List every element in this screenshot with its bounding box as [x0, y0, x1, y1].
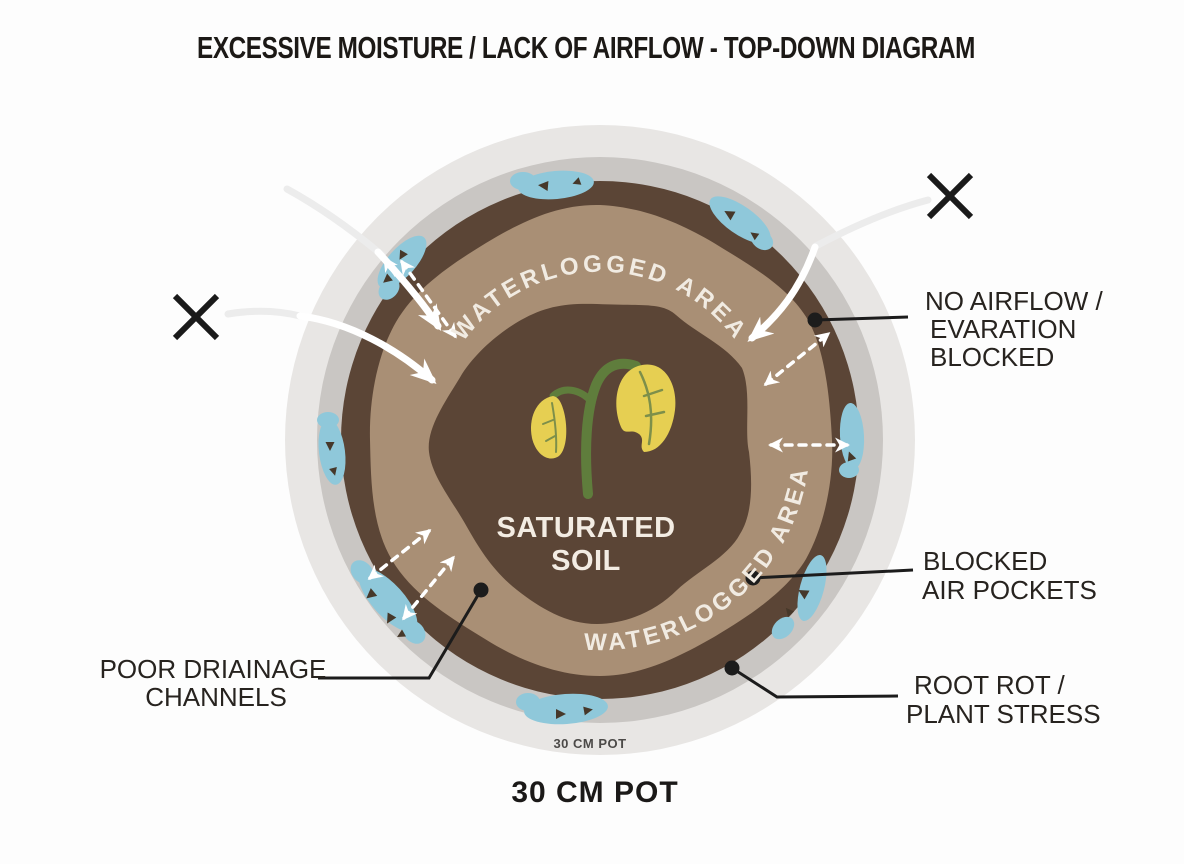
callout-poor-drainage-line2: CHANNELS — [145, 682, 287, 712]
dashed-arrow-left-1 — [367, 529, 432, 580]
saturated-soil-label-line1: SATURATED — [496, 512, 675, 544]
callout-poor-drainage-line1: POOR DRIAINAGE — [100, 654, 327, 684]
mini-arrow-upper-left-pocket — [383, 256, 398, 277]
callout-blocked-air-line1: BLOCKED — [923, 546, 1047, 576]
plant-branch — [549, 386, 596, 406]
wilted-plant — [530, 358, 676, 499]
callout-no-airflow-line2: EVARATION — [930, 314, 1076, 344]
plant-stem — [581, 358, 641, 499]
airflow-arrows — [224, 185, 932, 621]
leader-poor-drainage — [318, 582, 489, 680]
callout-root-rot-line1: ROOT ROT / — [914, 670, 1065, 700]
plant-leaf-right — [616, 364, 676, 452]
plant-leaf-left — [530, 396, 567, 459]
leader-no-airflow — [807, 312, 909, 328]
plant-leaf-left-vein — [542, 402, 558, 453]
callout-no-airflow: NO AIRFLOW / EVARATION BLOCKED — [925, 286, 1103, 372]
water-pocket-left — [317, 412, 346, 485]
page-title: EXCESSIVE MOISTURE / LACK OF AIRFLOW - T… — [197, 30, 975, 65]
callout-no-airflow-line3: BLOCKED — [930, 342, 1054, 372]
callout-leaders — [318, 312, 914, 699]
dashed-arrow-top — [400, 259, 457, 339]
callout-root-rot-line2: PLANT STRESS — [906, 699, 1101, 729]
callout-no-airflow-line1: NO AIRFLOW / — [925, 286, 1103, 316]
pot-top-down — [285, 125, 915, 755]
callout-root-rot: ROOT ROT / PLANT STRESS — [906, 670, 1101, 729]
airflow-faint-trail-left — [224, 307, 304, 320]
water-pocket-top — [510, 170, 594, 200]
airflow-faint-trail-top — [283, 185, 386, 259]
leader-blocked-air-pockets — [745, 568, 914, 586]
water-pocket-top-right — [709, 196, 774, 251]
callout-blocked-air-pockets: BLOCKED AIR POCKETS — [922, 546, 1097, 605]
callout-blocked-air-line2: AIR POCKETS — [922, 575, 1097, 605]
dashed-arrow-left-2 — [402, 555, 455, 621]
pot-size-caption: 30 CM POT — [511, 776, 678, 809]
saturated-soil-label-line2: SOIL — [551, 545, 621, 577]
leader-root-rot — [724, 660, 899, 699]
airflow-arrow-right — [747, 243, 819, 342]
pot-size-inner-label: 30 CM POT — [553, 736, 626, 751]
plant-leaf-right-vein — [638, 370, 666, 446]
blocked-x-right-icon — [926, 172, 974, 220]
airflow-faint-trail-right — [812, 196, 932, 250]
water-pocket-bottom — [516, 693, 608, 725]
airflow-arrow-left — [296, 312, 437, 384]
water-pocket-bottom-right — [771, 555, 827, 640]
callout-poor-drainage: POOR DRIAINAGE CHANNELS — [100, 654, 327, 712]
dashed-arrow-right-diagonal — [763, 332, 831, 386]
blocked-x-left-icon — [172, 293, 220, 341]
